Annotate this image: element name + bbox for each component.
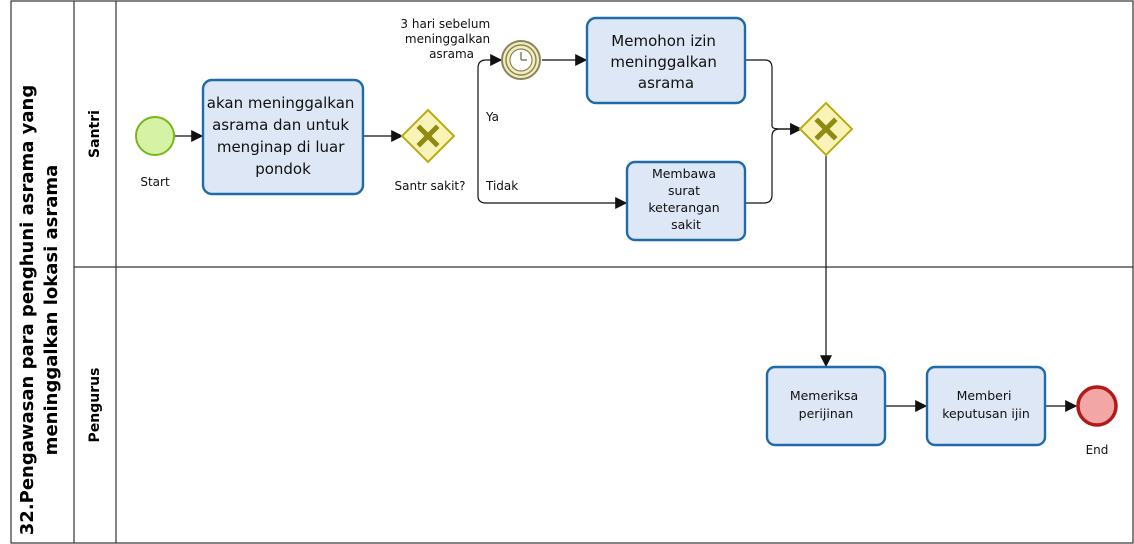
task-leave-text: akan meninggalkan asrama dan untuk mengi… [207,94,359,178]
pool-title: 32.Pengawasan para penghuni asrama yang … [17,85,62,535]
start-event [135,116,175,156]
decision-label: Santr sakit? [395,179,466,193]
task-letter-line-2: surat [668,183,700,198]
start-label: Start [140,175,170,189]
task-decide-line-2: keputusan ijin [942,406,1030,421]
task-request-line-2: meninggalkan [610,53,717,71]
task-check-line-1: Memeriksa [790,388,858,403]
yes-label: Ya [485,110,499,124]
task-request-text: Memohon izin meninggalkan asrama [610,32,721,92]
task-letter-line-4: sakit [671,217,701,232]
task-leave-line-1: akan meninggalkan [207,94,355,112]
pool-title-line-1: 32.Pengawasan para penghuni asrama yang [17,85,38,535]
task-request-line-1: Memohon izin [611,32,716,50]
gateway-x-icon [814,117,838,141]
gateway-x-icon [416,124,440,148]
task-leave-line-3: menginap di luar [217,138,345,156]
lane-title-santri: Santri [87,110,103,158]
flow-decision-yes-to-timer [477,54,503,136]
timer-event [501,40,541,80]
no-label: Tidak [485,179,518,193]
task-letter-line-3: keterangan [648,200,719,215]
task-check-text: Memeriksa perijinan [790,388,862,421]
flow-letter-to-merge [745,123,803,204]
decision-gateway [400,108,456,164]
task-request-line-3: asrama [638,74,694,92]
task-letter-text: Membawa surat keterangan sakit [648,166,723,232]
task-check-permit [765,365,887,447]
flow-request-to-merge [745,59,803,135]
task-decide-line-1: Memberi [957,388,1012,403]
flow-decision-no-to-letter [477,136,628,209]
timer-label-line-2: meninggalkan [405,32,490,46]
lane-title-pengurus: Pengurus [87,368,103,443]
task-check-line-2: perijinan [799,406,854,421]
task-request-permit [585,16,747,105]
task-leave-line-2: asrama dan untuk [212,116,349,134]
timer-label: 3 hari sebelum meninggalkan asrama [400,17,494,61]
timer-label-line-3: asrama [429,47,474,61]
end-event [1076,385,1118,427]
task-leave-dormitory [201,78,365,196]
timer-label-line-1: 3 hari sebelum [400,17,490,31]
task-decide-permit [925,365,1047,447]
merge-gateway [798,101,854,157]
task-decide-text: Memberi keputusan ijin [942,388,1030,421]
pool-border [10,0,1134,544]
task-leave-line-4: pondok [255,160,311,178]
task-letter-line-1: Membawa [652,166,716,181]
task-bring-letter [625,160,747,242]
end-label: End [1086,443,1109,457]
pool-title-line-2: meninggalkan lokasi asrama [41,165,62,456]
